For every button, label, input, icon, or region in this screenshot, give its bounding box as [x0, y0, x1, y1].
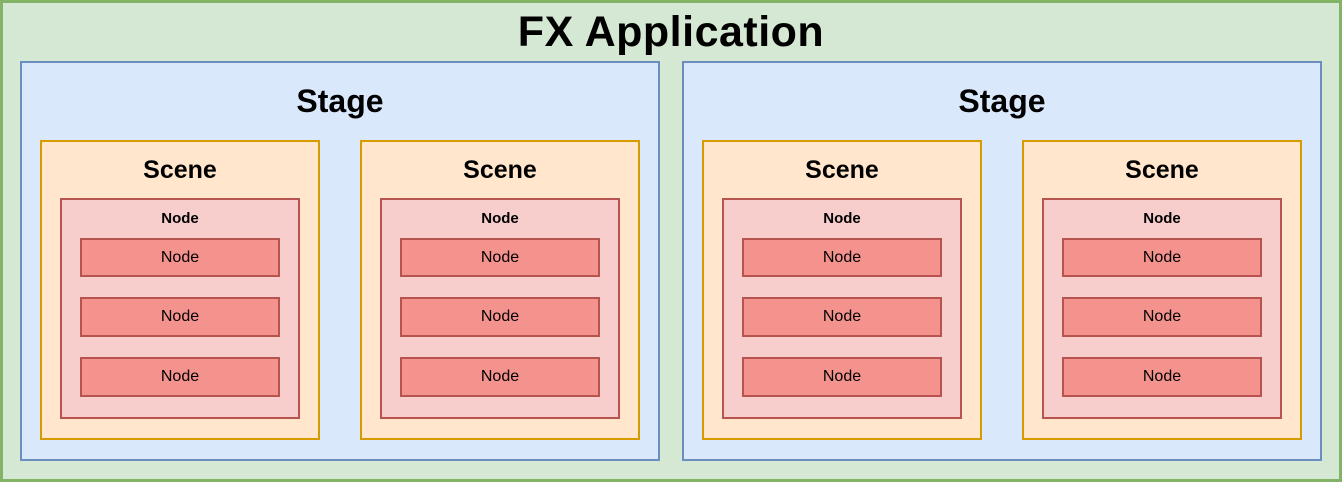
node-leaf: Node [742, 357, 942, 397]
node-group-box: Node Node Node Node [1042, 198, 1282, 419]
node-group-box: Node Node Node Node [722, 198, 962, 419]
node-leaf: Node [80, 297, 280, 338]
scenes-row: Scene Node Node Node Node Scene Node Nod… [22, 140, 658, 440]
stage-box-2: Stage Scene Node Node Node Node Scene No… [682, 61, 1322, 461]
node-leaf: Node [742, 237, 942, 278]
scene-box-1-2: Scene Node Node Node Node [360, 140, 640, 440]
node-group-title: Node [481, 210, 519, 228]
node-leaf: Node [742, 297, 942, 338]
scene-box-2-1: Scene Node Node Node Node [702, 140, 982, 440]
node-group-title: Node [1143, 210, 1181, 228]
node-leaf: Node [1062, 297, 1262, 338]
scene-box-1-1: Scene Node Node Node Node [40, 140, 320, 440]
node-leaf: Node [80, 237, 280, 278]
scene-box-2-2: Scene Node Node Node Node [1022, 140, 1302, 440]
stage-title: Stage [296, 83, 384, 119]
node-leaf: Node [80, 357, 280, 397]
scene-title: Scene [143, 155, 217, 184]
fx-application-title: FX Application [517, 7, 825, 56]
scene-title: Scene [1125, 155, 1199, 184]
stage-title: Stage [958, 83, 1046, 119]
node-group-box: Node Node Node Node [60, 198, 300, 419]
stages-row: Stage Scene Node Node Node Node Scene No… [3, 61, 1339, 479]
node-leaf: Node [400, 237, 600, 278]
node-leaf: Node [1062, 237, 1262, 278]
node-leaf: Node [400, 297, 600, 338]
stage-box-1: Stage Scene Node Node Node Node Scene No… [20, 61, 660, 461]
node-leaf: Node [1062, 357, 1262, 397]
scene-title: Scene [463, 155, 537, 184]
scene-title: Scene [805, 155, 879, 184]
node-leaf: Node [400, 357, 600, 397]
node-group-box: Node Node Node Node [380, 198, 620, 419]
node-group-title: Node [161, 210, 199, 228]
scenes-row: Scene Node Node Node Node Scene Node Nod… [684, 140, 1320, 440]
node-group-title: Node [823, 210, 861, 228]
